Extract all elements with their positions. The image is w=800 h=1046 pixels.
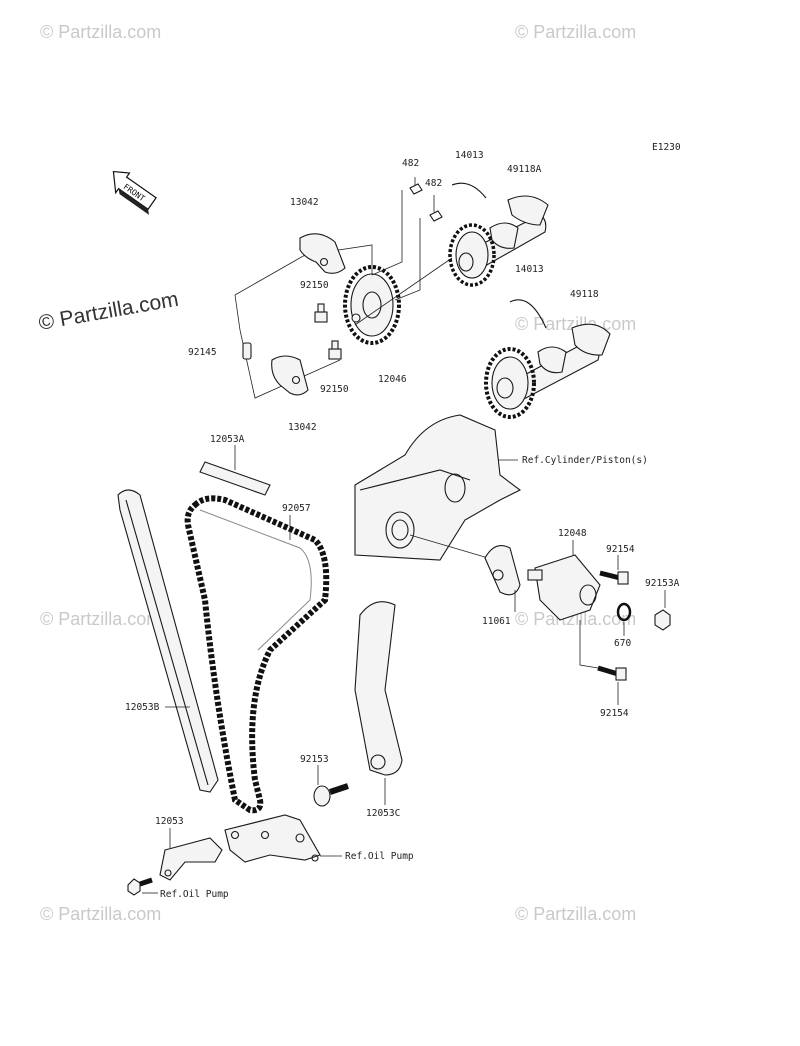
guide-12053b: [117, 489, 219, 793]
cam-chain-92057: [184, 495, 330, 814]
nut-92153a: [654, 609, 671, 631]
ref-cylinder-piston: Ref.Cylinder/Piston(s): [522, 455, 648, 466]
watermark: © Partzilla.com: [40, 609, 161, 629]
label-92150-a: 92150: [300, 280, 329, 291]
cam-chain-tensioner: [484, 540, 671, 705]
label-49118: 49118: [570, 289, 599, 300]
ref-oil-pump-1: Ref.Oil Pump: [345, 851, 414, 862]
label-14013-b: 14013: [515, 264, 544, 275]
label-92154-b: 92154: [600, 708, 629, 719]
label-49118a: 49118A: [507, 164, 542, 175]
label-92153a: 92153A: [645, 578, 680, 589]
watermark-main: © Partzilla.com: [37, 288, 180, 335]
watermark: © Partzilla.com: [515, 904, 636, 924]
watermark: © Partzilla.com: [40, 904, 161, 924]
part-labels: 482 482 14013 49118A 13042 92150 92145 9…: [125, 150, 680, 900]
guide-12053a: [199, 445, 271, 496]
label-12053: 12053: [155, 816, 184, 827]
label-482-b: 482: [425, 178, 442, 189]
bolt-92154-bottom: [597, 665, 627, 681]
gasket-11061: [484, 545, 521, 596]
oring-670: [616, 602, 632, 622]
clip-482-a: [409, 183, 423, 195]
label-92150-b: 92150: [320, 384, 349, 395]
clip-482-b: [429, 210, 443, 222]
bolt-92154-top: [599, 570, 629, 585]
label-12053a: 12053A: [210, 434, 245, 445]
camshaft-49118: [484, 299, 611, 419]
watermark: © Partzilla.com: [40, 22, 161, 42]
bracket-12053: [127, 828, 223, 896]
guide-12053c: [354, 601, 403, 805]
label-92153: 92153: [300, 754, 329, 765]
label-13042-b: 13042: [288, 422, 317, 433]
decomp-weight-bottom: [271, 355, 309, 396]
label-92154-a: 92154: [606, 544, 635, 555]
bolt-bottom: [127, 877, 153, 896]
watermark: © Partzilla.com: [515, 22, 636, 42]
label-12053c: 12053C: [366, 808, 400, 819]
label-12053b: 12053B: [125, 702, 160, 713]
front-arrow-icon: FRONT: [112, 170, 157, 215]
decomp-weight-top: [299, 233, 346, 274]
label-14013-a: 14013: [455, 150, 484, 161]
label-92057: 92057: [282, 503, 311, 514]
bolt-92153: [313, 765, 349, 807]
bolt-92150-bottom: [328, 340, 342, 360]
ref-oil-pump-2: Ref.Oil Pump: [160, 889, 229, 900]
oil-pump-bracket: [224, 814, 342, 863]
label-92145: 92145: [188, 347, 217, 358]
label-13042-a: 13042: [290, 197, 319, 208]
watermark: © Partzilla.com: [515, 609, 636, 629]
sprocket-12046: [343, 265, 401, 345]
label-482-a: 482: [402, 158, 419, 169]
label-11061: 11061: [482, 616, 511, 627]
camshaft-49118a: [448, 182, 549, 287]
watermark: © Partzilla.com: [515, 314, 636, 334]
bolt-92150-top: [314, 303, 328, 323]
label-670: 670: [614, 638, 631, 649]
diagram-code: E1230: [652, 142, 681, 153]
cam-sprocket-assembly: [234, 177, 453, 399]
spring-92145: [242, 342, 252, 360]
label-12046: 12046: [378, 374, 407, 385]
cylinder-head: [354, 414, 522, 561]
label-12048: 12048: [558, 528, 587, 539]
